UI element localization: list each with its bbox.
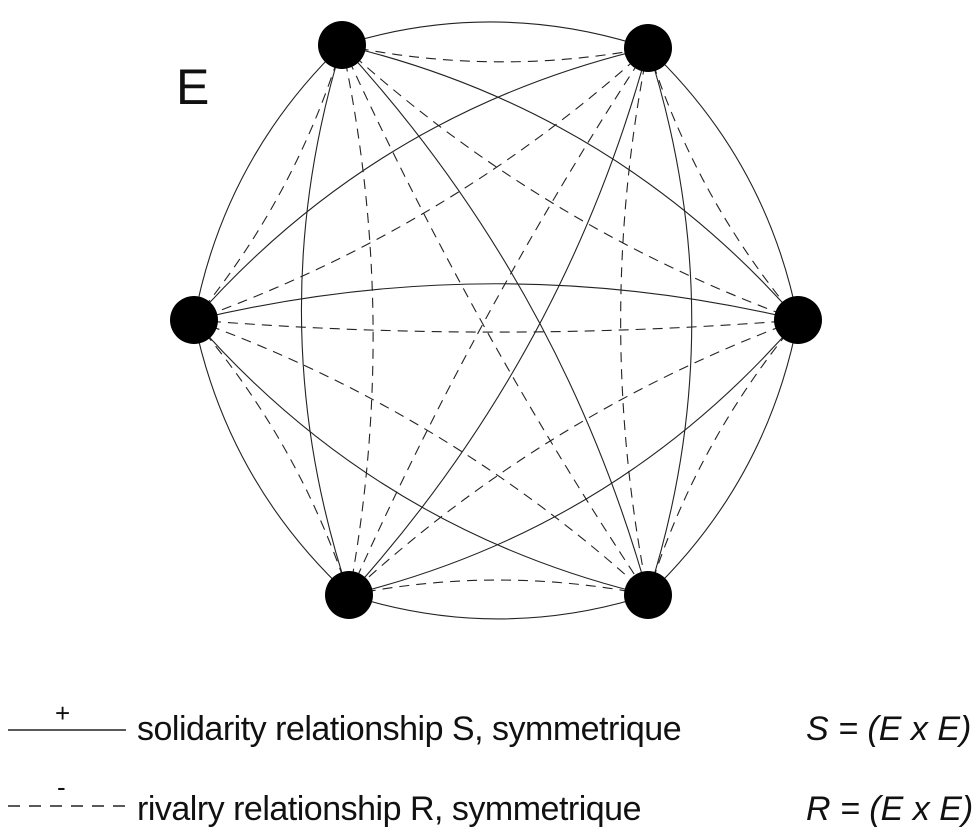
set-label: E [176, 59, 210, 115]
rivalry-edge [348, 47, 649, 596]
legend-solidarity: + solidarity relationship S, symmetrique… [0, 700, 980, 754]
rivalry-edge [193, 319, 799, 333]
rivalry-edge [193, 319, 649, 596]
solidarity-edge [647, 319, 799, 596]
element-node-top-right [624, 24, 672, 72]
solidarity-formula: S = (E x E) [806, 710, 972, 748]
element-node-top-left [318, 21, 366, 69]
element-node-left [170, 296, 218, 344]
rivalry-edge [348, 319, 799, 596]
solidarity-edges [193, 21, 799, 620]
solidarity-legend-text: solidarity relationship S, symmetrique [137, 710, 682, 748]
rivalry-edge [341, 44, 374, 596]
rivalry-edge [348, 579, 649, 596]
rivalry-edge [341, 44, 799, 321]
rivalry-edge [647, 319, 799, 596]
rivalry-edges [193, 44, 799, 596]
rivalry-edge [647, 47, 799, 321]
solidarity-edge [193, 283, 799, 321]
rivalry-legend-text: rivalry relationship R, symmetrique [137, 790, 642, 828]
solidarity-edge [300, 44, 350, 596]
solidarity-edge [193, 319, 649, 596]
rivalry-edge [341, 44, 649, 63]
solidarity-edge [193, 44, 343, 321]
rivalry-edge [193, 44, 343, 321]
dashed-line-symbol [8, 805, 126, 807]
solidarity-edge [341, 21, 649, 49]
rivalry-edge [193, 47, 649, 321]
rivalry-edge [341, 44, 649, 596]
solidarity-edge [341, 44, 799, 321]
element-node-bottom-left [325, 571, 373, 619]
rivalry-edge [620, 47, 649, 596]
solidarity-edge [341, 44, 649, 596]
element-nodes [170, 21, 822, 619]
minus-sign: - [57, 772, 66, 802]
solidarity-edge [348, 594, 649, 620]
solidarity-edge [193, 47, 649, 321]
plus-sign: + [55, 698, 71, 728]
solid-line-symbol [8, 729, 126, 731]
relationship-network-diagram [170, 21, 822, 620]
solidarity-edge [348, 319, 799, 596]
element-node-right [774, 296, 822, 344]
solidarity-edge [647, 47, 693, 596]
rivalry-edge [193, 319, 350, 596]
solidarity-edge [647, 47, 799, 321]
legend-rivalry: - rivalry relationship R, symmetrique R … [0, 774, 980, 834]
rivalry-formula: R = (E x E) [806, 790, 974, 828]
solidarity-edge [193, 319, 350, 596]
solidarity-edge [348, 47, 649, 596]
element-node-bottom-right [624, 571, 672, 619]
